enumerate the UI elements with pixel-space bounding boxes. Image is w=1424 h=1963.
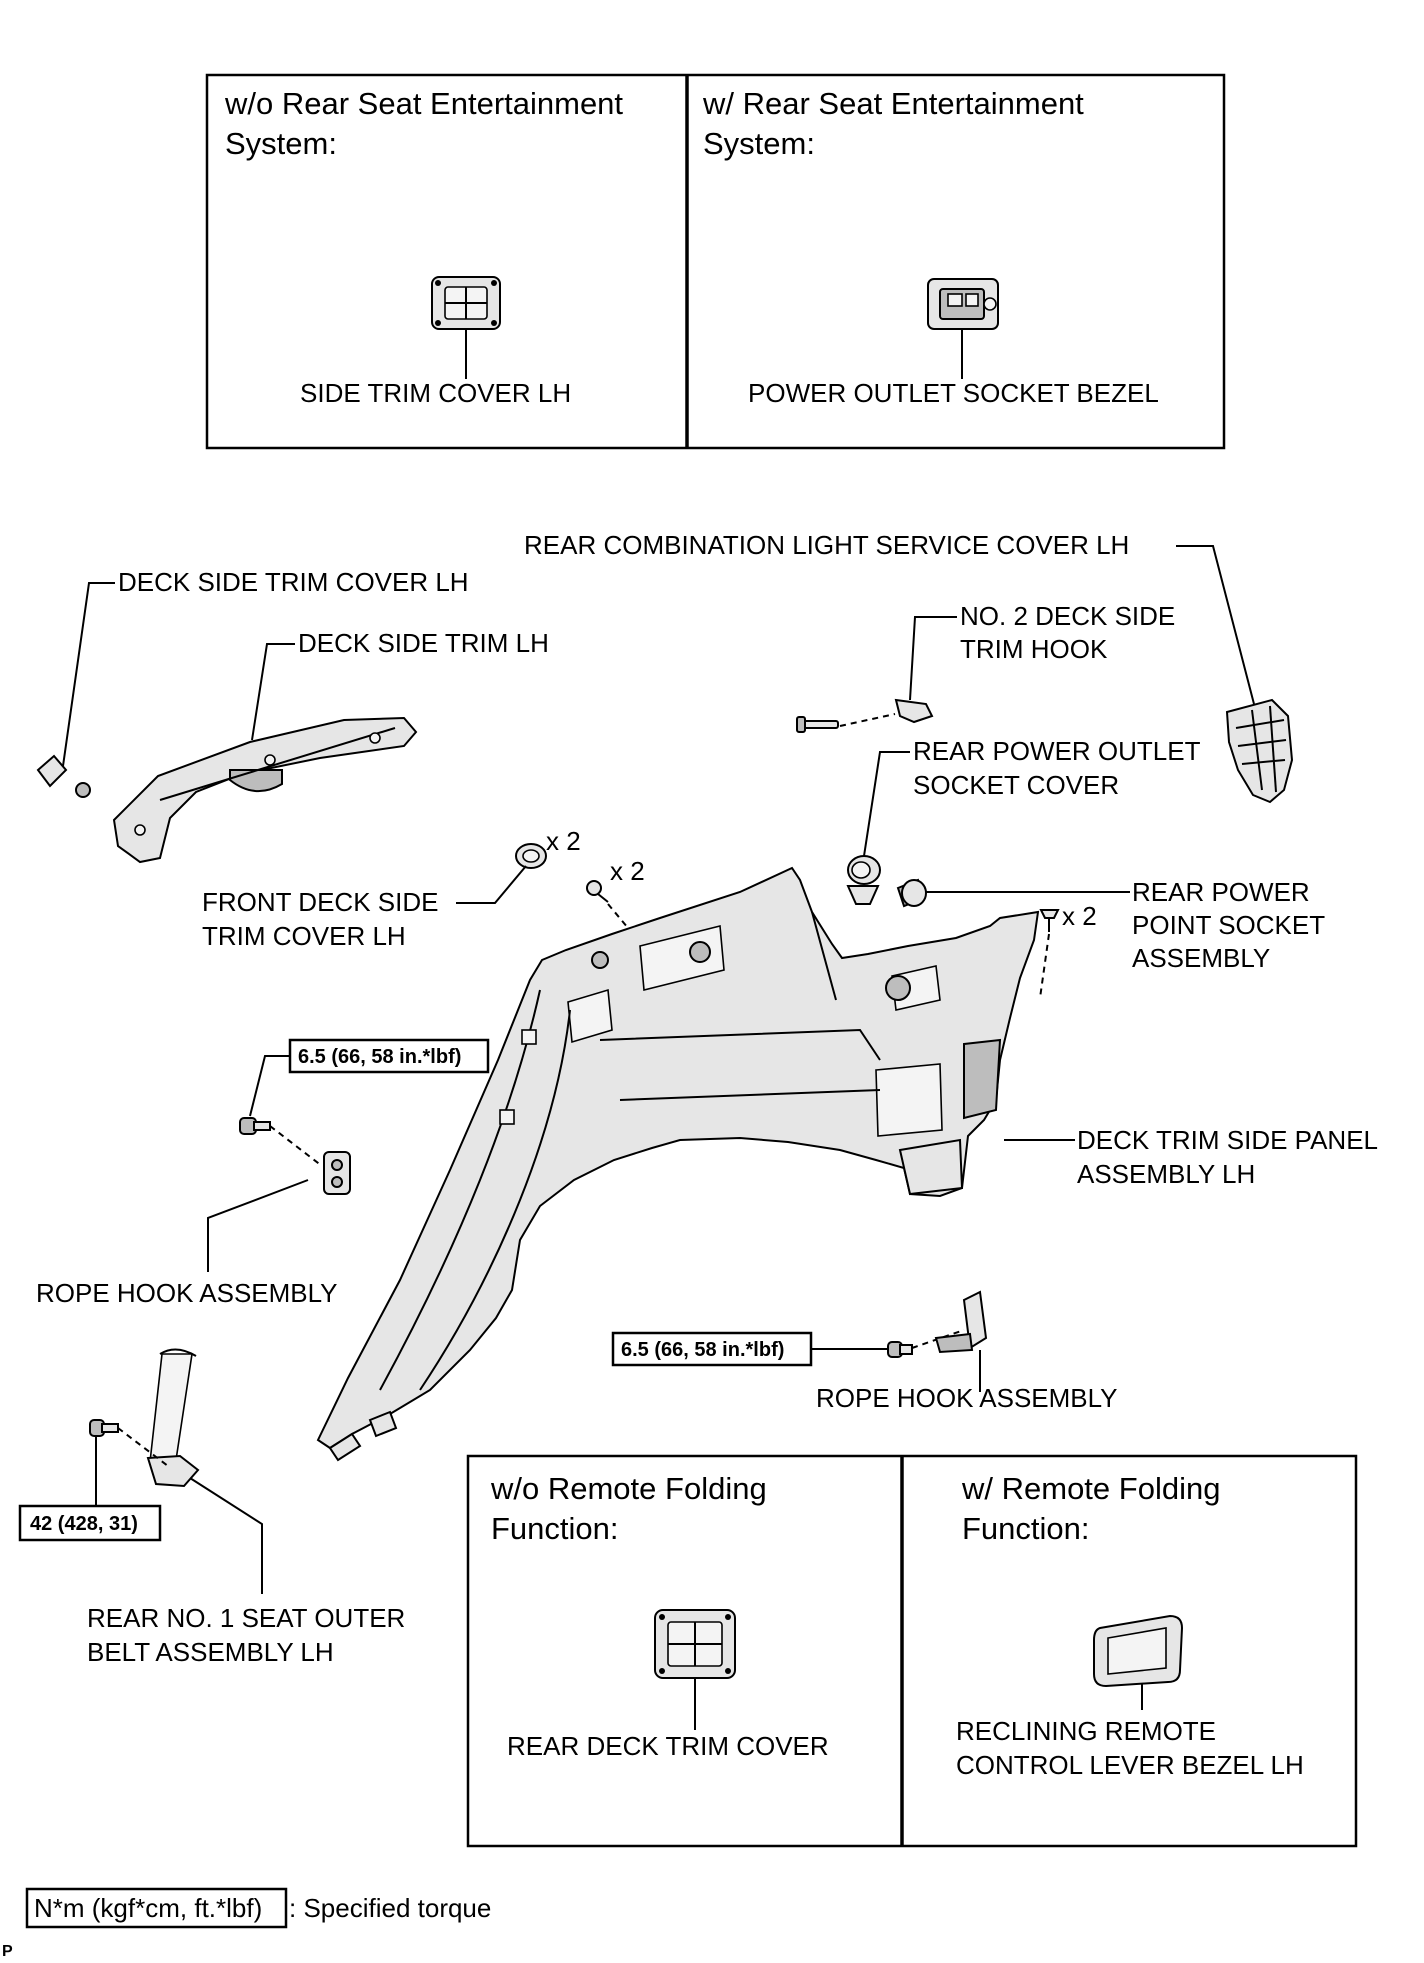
bottom-right-title-line2: Function: xyxy=(962,1511,1090,1546)
right-clip-path xyxy=(1039,933,1050,999)
left-rope-hook-leader xyxy=(207,1179,309,1272)
center-clip-path xyxy=(607,903,629,929)
power-outlet-bezel-label: POWER OUTLET SOCKET BEZEL xyxy=(748,378,1159,408)
top-left-title-line1: w/o Rear Seat Entertainment xyxy=(224,86,623,121)
rear-comb-light-cover-part xyxy=(1225,698,1294,804)
seat-belt-label-line1: REAR NO. 1 SEAT OUTER xyxy=(87,1603,405,1633)
top-right-title-line1: w/ Rear Seat Entertainment xyxy=(702,86,1084,121)
rear-comb-light-cover-leader xyxy=(1176,545,1255,705)
no2-hook-label-line1: NO. 2 DECK SIDE xyxy=(960,601,1175,631)
deck-trim-side-panel-part xyxy=(316,866,1040,1462)
bottom-panel-frame xyxy=(466,1454,1358,1848)
torque-left-leader xyxy=(249,1055,290,1117)
front-deck-cover-qty: x 2 xyxy=(546,826,581,856)
left-rope-hook-part xyxy=(323,1151,351,1195)
torque-belt-value: 42 (428, 31) xyxy=(30,1513,138,1535)
deck-side-trim-cover-leader xyxy=(62,582,115,767)
reclining-bezel-label-line2: CONTROL LEVER BEZEL LH xyxy=(956,1750,1304,1780)
bottom-right-title-line1: w/ Remote Folding xyxy=(961,1471,1220,1506)
right-clip-part xyxy=(1039,909,1060,932)
deck-side-trim-cover-label: DECK SIDE TRIM COVER LH xyxy=(118,567,469,597)
rear-deck-trim-cover-part xyxy=(654,1609,736,1679)
torque-right-value: 6.5 (66, 58 in.*lbf) xyxy=(621,1339,784,1361)
rear-outlet-cover-label-line1: REAR POWER OUTLET xyxy=(913,736,1201,766)
rear-deck-trim-cover-label: REAR DECK TRIM COVER xyxy=(507,1731,829,1761)
rear-power-point-label-line1: REAR POWER xyxy=(1132,877,1310,907)
center-clip-part xyxy=(586,880,609,903)
deck-trim-panel-label-line2: ASSEMBLY LH xyxy=(1077,1159,1255,1189)
front-deck-cover-leader xyxy=(456,865,527,904)
seat-belt-label-line2: BELT ASSEMBLY LH xyxy=(87,1637,334,1667)
legend-meaning: : Specified torque xyxy=(289,1893,491,1923)
seat-belt-part xyxy=(146,1348,200,1488)
reclining-bezel-label-line1: RECLINING REMOTE xyxy=(956,1716,1216,1746)
torque-legend: N*m (kgf*cm, ft.*lbf) : Specified torque xyxy=(25,1887,491,1929)
rear-power-point-socket-part xyxy=(896,878,927,908)
no2-hook-label-line2: TRIM HOOK xyxy=(960,634,1108,664)
front-deck-side-trim-cover-part xyxy=(515,843,547,869)
side-trim-cover-part xyxy=(431,276,501,330)
top-panel-frame xyxy=(205,73,1226,450)
torque-box-belt xyxy=(18,1504,162,1542)
right-clip-qty: x 2 xyxy=(1062,901,1097,931)
side-trim-cover-label: SIDE TRIM COVER LH xyxy=(300,378,571,408)
center-clip-qty: x 2 xyxy=(610,856,645,886)
bottom-left-title-line2: Function: xyxy=(491,1511,619,1546)
no2-hook-screw-path xyxy=(839,713,896,727)
left-rope-hook-bolt xyxy=(239,1117,271,1135)
corner-mark: P xyxy=(2,1943,13,1960)
main-exploded-view: REAR COMBINATION LIGHT SERVICE COVER LH … xyxy=(18,530,1378,1667)
right-rope-hook-label: ROPE HOOK ASSEMBLY xyxy=(816,1383,1118,1413)
seat-belt-leader xyxy=(189,1477,263,1594)
left-rope-hook-label: ROPE HOOK ASSEMBLY xyxy=(36,1278,338,1308)
torque-left-value: 6.5 (66, 58 in.*lbf) xyxy=(298,1046,461,1068)
deck-side-trim-label: DECK SIDE TRIM LH xyxy=(298,628,549,658)
deck-side-trim-leader xyxy=(251,643,295,741)
rear-comb-light-cover-label: REAR COMBINATION LIGHT SERVICE COVER LH xyxy=(524,530,1129,560)
rear-power-point-label-line2: POINT SOCKET xyxy=(1132,910,1325,940)
rear-outlet-cover-label-line2: SOCKET COVER xyxy=(913,770,1119,800)
deck-side-trim-clip xyxy=(75,782,91,798)
front-deck-cover-label-line2: TRIM COVER LH xyxy=(202,921,406,951)
deck-side-trim-part xyxy=(112,716,418,864)
front-deck-cover-label-line1: FRONT DECK SIDE xyxy=(202,887,438,917)
bottom-left-title-line1: w/o Remote Folding xyxy=(490,1471,767,1506)
left-rope-hook-path xyxy=(269,1125,323,1167)
rear-outlet-cover-leader xyxy=(863,751,910,857)
no2-hook-screw xyxy=(796,716,839,733)
rear-outlet-cover-part xyxy=(846,855,881,905)
power-outlet-bezel-part xyxy=(927,278,999,330)
reclining-bezel-part xyxy=(1093,1614,1184,1688)
deck-side-trim-cover-part xyxy=(36,754,68,788)
right-rope-hook-bolt xyxy=(887,1341,913,1358)
top-left-title-line2: System: xyxy=(225,126,337,161)
bottom-variant-panel: w/o Remote Folding Function: w/ Remote F… xyxy=(466,1454,1358,1848)
no2-hook-leader xyxy=(909,616,957,701)
top-right-title-line2: System: xyxy=(703,126,815,161)
seat-belt-bolt xyxy=(89,1419,119,1437)
right-rope-hook-part xyxy=(934,1290,988,1354)
no2-hook-part xyxy=(894,698,934,724)
deck-trim-panel-label-line1: DECK TRIM SIDE PANEL xyxy=(1077,1125,1378,1155)
legend-unit: N*m (kgf*cm, ft.*lbf) xyxy=(34,1893,262,1923)
legend-unit-box xyxy=(25,1887,288,1929)
top-variant-panel: w/o Rear Seat Entertainment System: w/ R… xyxy=(205,73,1226,450)
rear-power-point-label-line3: ASSEMBLY xyxy=(1132,943,1270,973)
